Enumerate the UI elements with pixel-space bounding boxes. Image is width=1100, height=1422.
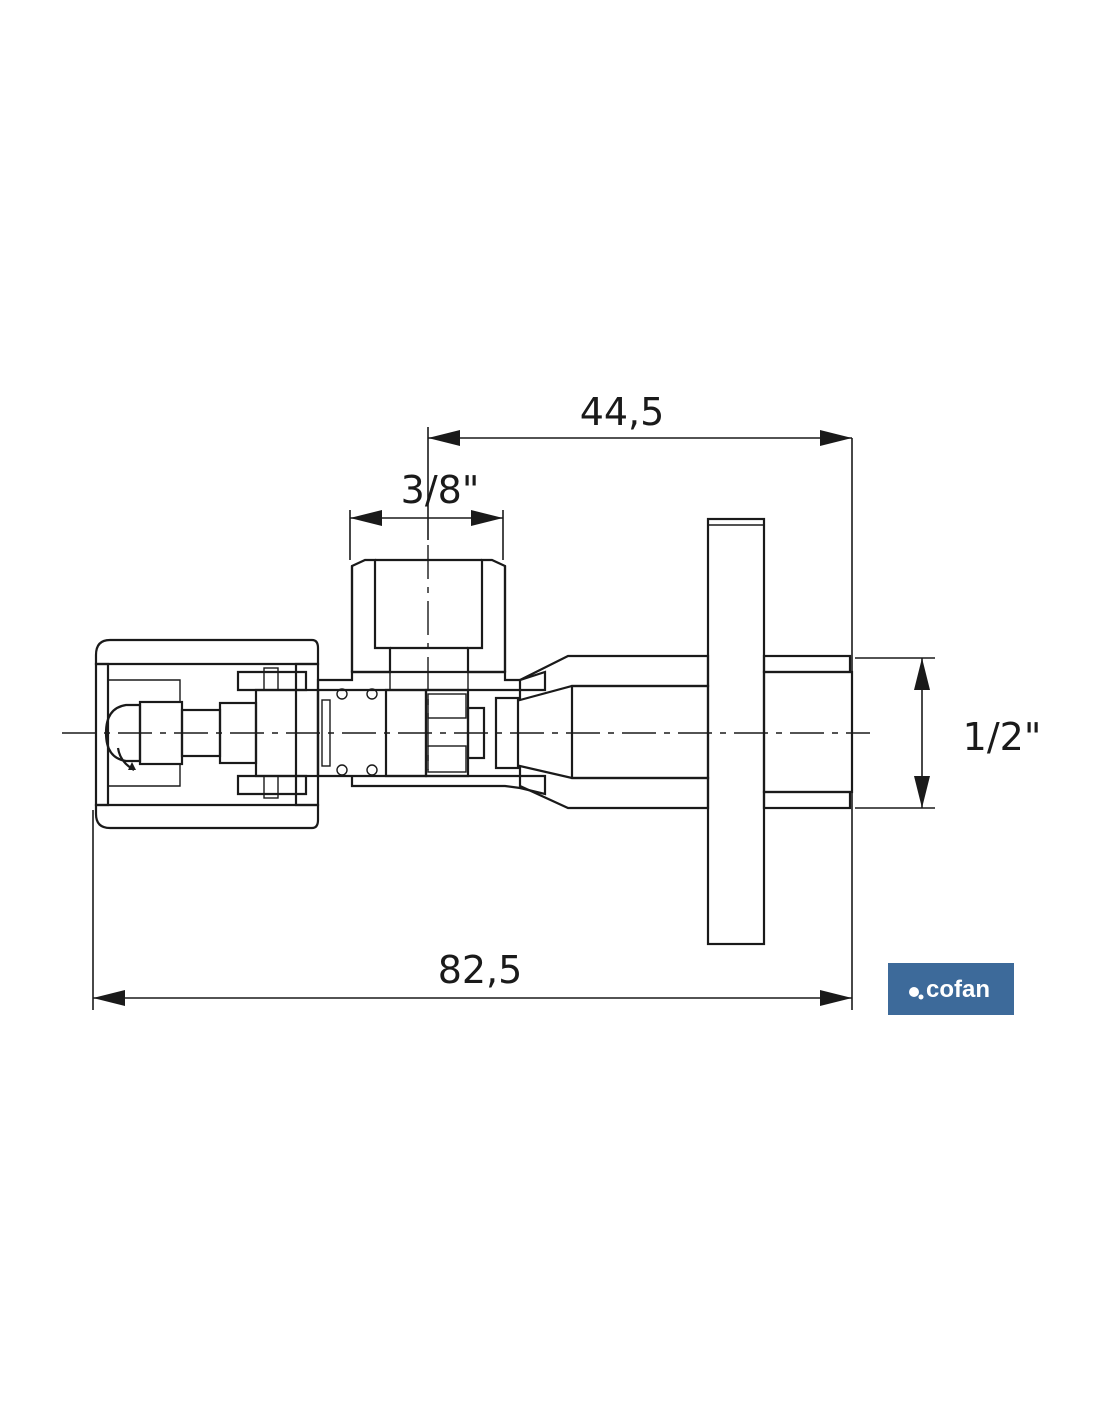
escutcheon-plate: [706, 517, 766, 946]
spindle-assembly: [180, 667, 320, 799]
dim-label-overall-length: 82,5: [438, 948, 523, 992]
logo-dot-icon: [909, 987, 919, 997]
outlet-connector: [350, 558, 507, 690]
logo-text: cofan: [926, 976, 990, 1003]
dim-label-inlet-thread: 1/2": [963, 715, 1042, 759]
handle-knob: [94, 638, 320, 830]
valve-body: [316, 670, 547, 796]
dim-label-outlet-to-inlet: 44,5: [580, 390, 665, 434]
inlet-connector: [518, 654, 854, 810]
dim-label-outlet-thread: 3/8": [401, 468, 480, 512]
cofan-logo: cofan: [888, 963, 1014, 1015]
